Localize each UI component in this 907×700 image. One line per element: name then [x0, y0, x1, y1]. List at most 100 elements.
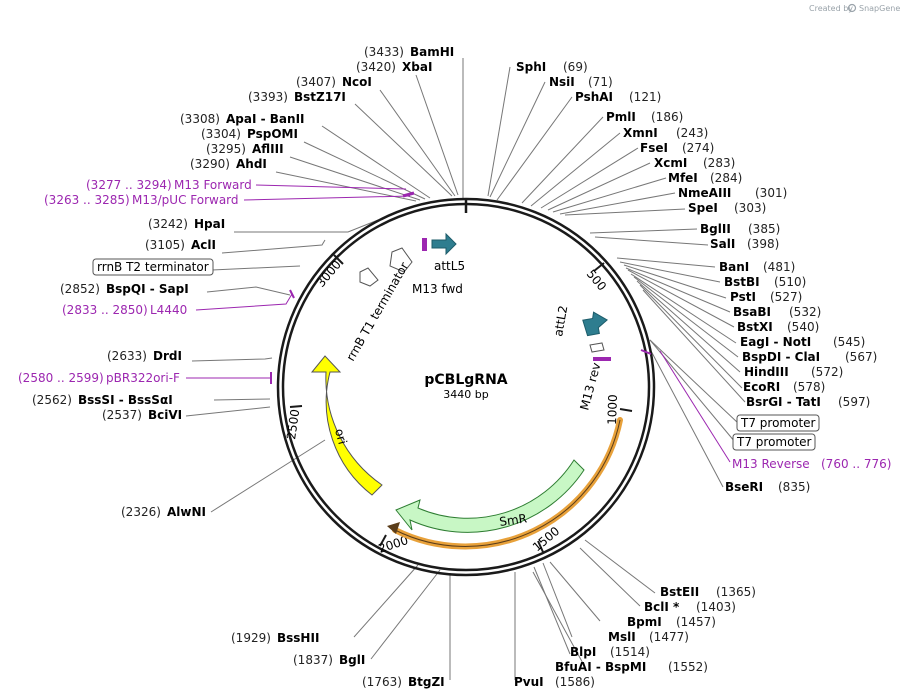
box-rrnb-t2-label: rrnB T2 terminator [97, 260, 209, 274]
primer-range: (760 .. 776) [821, 457, 891, 471]
primer-name[interactable]: pBR322ori-F [106, 371, 180, 385]
site-enzyme[interactable]: BglII [700, 222, 731, 236]
box-t7-promoter-2[interactable] [732, 433, 816, 451]
site-enzyme[interactable]: BlpI [570, 645, 596, 659]
site-enzyme[interactable]: SphI [516, 60, 546, 74]
site-enzyme[interactable]: PstI [730, 290, 756, 304]
site-enzyme[interactable]: AflIII [252, 142, 284, 156]
primer-name[interactable]: M13 Forward [174, 178, 252, 192]
site-enzyme[interactable]: SalI [710, 237, 735, 251]
site-pos: (545) [833, 335, 865, 349]
site-enzyme[interactable]: BclI * [644, 600, 680, 614]
site-pos: (3420) [356, 60, 396, 74]
site-enzyme[interactable]: BsaBI [733, 305, 771, 319]
site-enzyme[interactable]: BspQI - SapI [106, 282, 189, 296]
site-enzyme[interactable]: EagI - NotI [740, 335, 811, 349]
site-enzyme[interactable]: BglI [339, 653, 365, 667]
site-enzyme[interactable]: MslI [608, 630, 636, 644]
primer-connector-lines [186, 184, 731, 463]
site-pos: (301) [755, 186, 787, 200]
site-enzyme[interactable]: BtgZI [408, 675, 445, 689]
site-pos: (540) [787, 320, 819, 334]
feature-m13-rev-mark[interactable] [593, 357, 611, 361]
site-enzyme[interactable]: BpmI [627, 615, 662, 629]
site-enzyme[interactable]: BseRI [725, 480, 763, 494]
site-pos: (1477) [649, 630, 689, 644]
site-enzyme[interactable]: BstZ17I [294, 90, 346, 104]
site-pos: (274) [682, 141, 714, 155]
left-site-labels: (3433) BamHI (3420) XbaI (3407) NcoI (33… [32, 45, 454, 689]
feature-ori-label: ori [332, 427, 350, 446]
site-enzyme[interactable]: XbaI [402, 60, 432, 74]
feature-smr-arrow[interactable] [395, 459, 585, 533]
site-enzyme[interactable]: EcoRI [743, 380, 780, 394]
site-enzyme[interactable]: XmnI [623, 126, 658, 140]
feature-attl5-arrow[interactable] [431, 232, 457, 256]
box-t7-promoter-2-label: T7 promoter [736, 435, 812, 449]
primer-range: (2580 .. 2599) [18, 371, 104, 385]
site-pos: (1837) [293, 653, 333, 667]
site-enzyme[interactable]: BssHII [277, 631, 319, 645]
site-enzyme[interactable]: BssSI - BssSαI [78, 393, 173, 407]
feature-ori-arrow[interactable] [310, 355, 383, 496]
feature-attl2-arrow[interactable] [582, 310, 609, 337]
site-pos: (1763) [362, 675, 402, 689]
site-enzyme[interactable]: PspOMI [247, 127, 298, 141]
site-pos: (2852) [60, 282, 100, 296]
site-enzyme[interactable]: BfuAI - BspMI [555, 660, 646, 674]
site-pos: (3105) [145, 238, 185, 252]
site-pos: (71) [588, 75, 613, 89]
credit-brand: SnapGene [859, 4, 900, 13]
site-enzyme[interactable]: NmeAIII [678, 186, 731, 200]
primer-name[interactable]: M13 Reverse [732, 457, 810, 471]
box-t7-promoter-1-label: T7 promoter [740, 416, 816, 430]
site-enzyme[interactable]: PvuI [514, 675, 544, 689]
site-enzyme[interactable]: BciVI [148, 408, 182, 422]
site-enzyme[interactable]: HpaI [194, 217, 225, 231]
site-enzyme[interactable]: BspDI - ClaI [742, 350, 820, 364]
site-enzyme[interactable]: FseI [640, 141, 668, 155]
box-t7-promoter-1[interactable] [736, 414, 820, 432]
feature-rrnb-t1-arrow[interactable] [389, 247, 413, 273]
site-enzyme[interactable]: BsrGI - TatI [746, 395, 821, 409]
site-enzyme[interactable]: SpeI [688, 201, 718, 215]
site-enzyme[interactable]: BstEII [660, 585, 699, 599]
site-enzyme[interactable]: PshAI [575, 90, 613, 104]
site-enzyme[interactable]: BstBI [724, 275, 760, 289]
site-enzyme[interactable]: BamHI [410, 45, 454, 59]
site-enzyme[interactable]: BanI [719, 260, 749, 274]
site-enzyme[interactable]: PmlI [606, 110, 636, 124]
site-enzyme[interactable]: NcoI [342, 75, 372, 89]
site-enzyme[interactable]: NsiI [549, 75, 575, 89]
feature-rrnb-t2-arrow[interactable] [359, 267, 379, 287]
primer-mark-l4440 [289, 289, 295, 299]
primer-labels: (3277 .. 3294) M13 Forward (3263 .. 3285… [18, 178, 891, 471]
feature-attl2-label: attL2 [551, 304, 570, 337]
feature-m13-fwd-mark[interactable] [422, 238, 427, 251]
site-enzyme[interactable]: BstXI [737, 320, 773, 334]
tick-2500: 2500 [284, 408, 302, 440]
site-connector-lines [185, 58, 746, 680]
site-enzyme[interactable]: ApaI - BanII [226, 112, 305, 126]
feature-rrnb-t1-label: rrnB T1 terminator [343, 260, 411, 364]
site-enzyme[interactable]: AlwNI [167, 505, 206, 519]
site-enzyme[interactable]: HindIII [744, 365, 789, 379]
credit-prefix: Created by [809, 4, 853, 13]
primer-mark-m13-forward [402, 191, 415, 198]
box-rrnb-t2[interactable] [92, 258, 214, 276]
feature-attl5-label: attL5 [434, 259, 465, 273]
primer-name[interactable]: M13/pUC Forward [132, 193, 239, 207]
site-enzyme[interactable]: XcmI [654, 156, 687, 170]
site-enzyme[interactable]: MfeI [668, 171, 698, 185]
primer-name[interactable]: L4440 [150, 303, 187, 317]
site-enzyme[interactable]: AhdI [236, 157, 267, 171]
site-pos: (398) [747, 237, 779, 251]
site-enzyme[interactable]: AclI [191, 238, 216, 252]
bottom-site-labels: PvuI (1586) BfuAI - BspMI (1552) BlpI (1… [514, 585, 756, 689]
feature-small-element-1 [589, 342, 605, 353]
site-pos: (1365) [716, 585, 756, 599]
site-enzyme[interactable]: DrdI [153, 349, 182, 363]
tick-500: 500 [584, 267, 609, 294]
